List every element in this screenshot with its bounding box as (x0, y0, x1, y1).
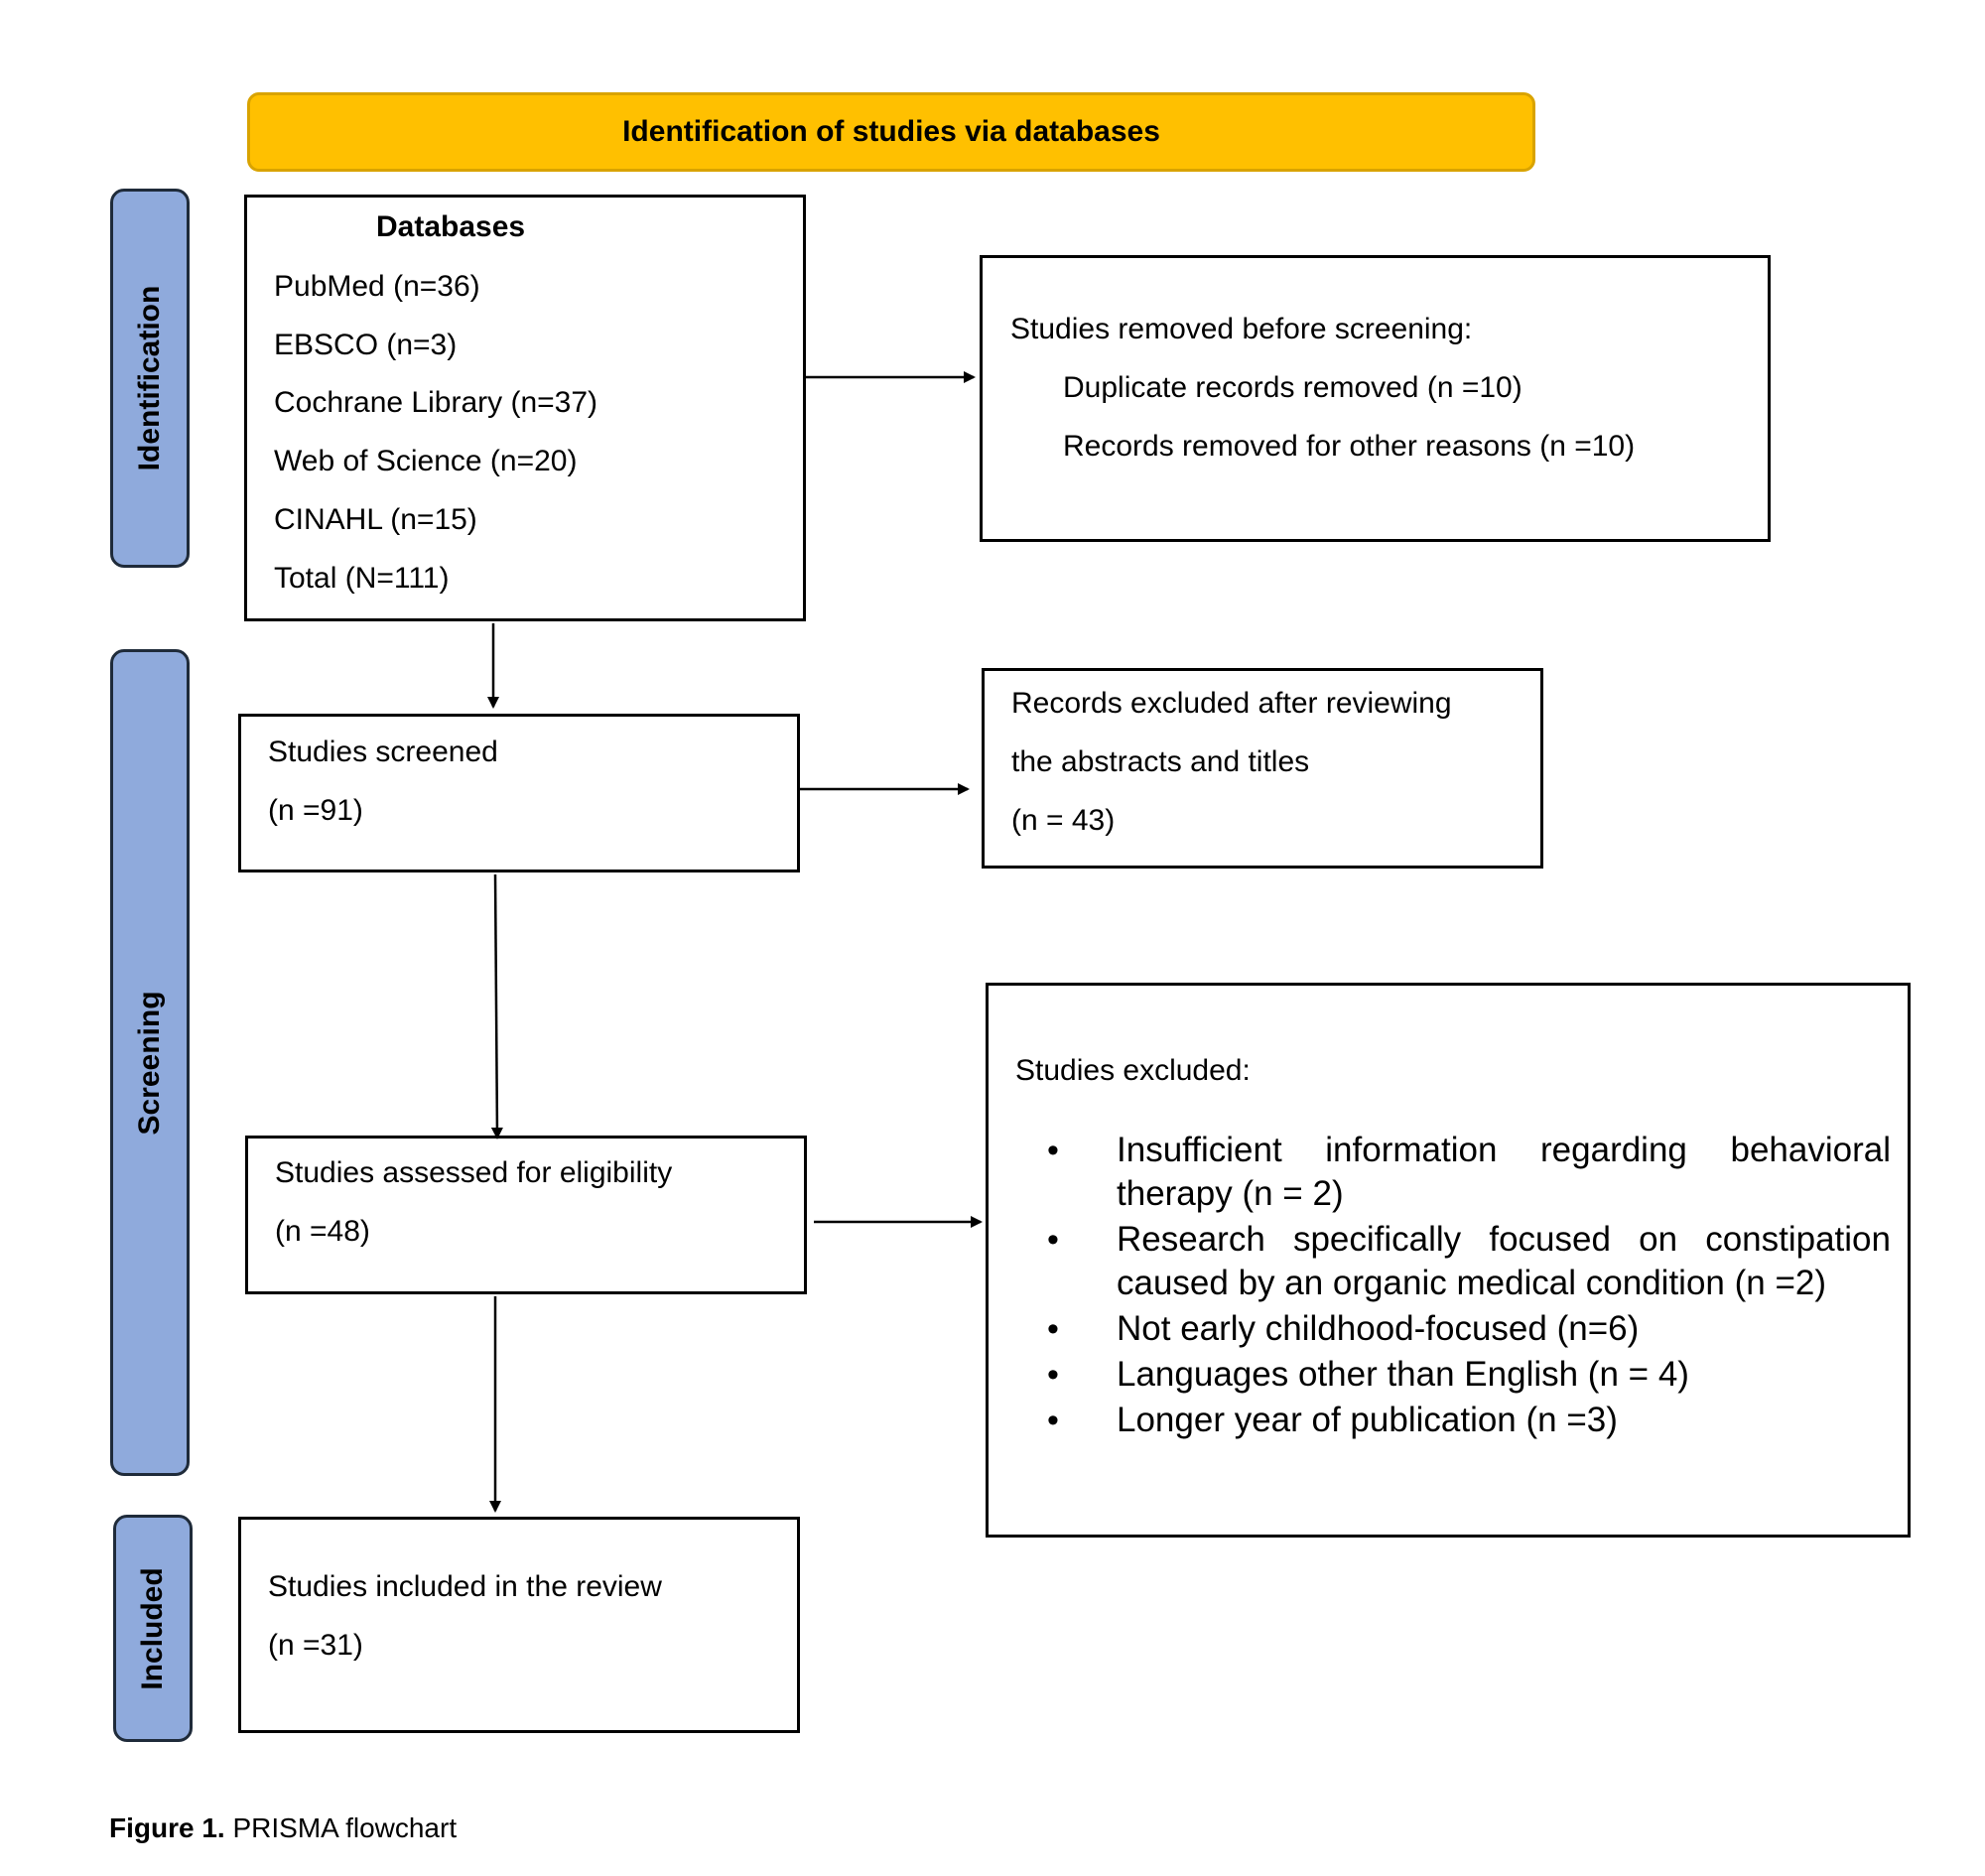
exclusion-reason: Not early childhood-focused (n=6) (1047, 1307, 1891, 1351)
excluded-abstracts-line1: Records excluded after reviewing (1011, 687, 1452, 720)
database-item: EBSCO (n=3) (274, 329, 458, 361)
databases-box (244, 195, 806, 621)
phase-screening: Screening (110, 649, 190, 1476)
removed-heading: Studies removed before screening: (1010, 313, 1473, 345)
studies-excluded-list: Insufficient information regarding behav… (1047, 1129, 1891, 1444)
database-total: Total (N=111) (274, 562, 450, 595)
removed-item: Duplicate records removed (n =10) (1063, 371, 1522, 404)
database-item: Cochrane Library (n=37) (274, 386, 598, 419)
exclusion-reason: Research specifically focused on constip… (1047, 1218, 1891, 1305)
eligibility-box (245, 1136, 807, 1294)
screened-label: Studies screened (268, 736, 498, 768)
studies-excluded-heading: Studies excluded: (1015, 1054, 1251, 1087)
screened-count: (n =91) (268, 794, 363, 827)
arrow-screened-to-eligibility (490, 873, 503, 1139)
exclusion-reason: Longer year of publication (n =3) (1047, 1399, 1891, 1442)
phase-included: Included (113, 1515, 193, 1742)
caption-label: Figure 1. (109, 1812, 225, 1843)
excluded-abstracts-box (982, 668, 1543, 869)
databases-heading: Databases (376, 210, 526, 243)
identification-banner: Identification of studies via databases (247, 92, 1535, 172)
database-item: PubMed (n=36) (274, 270, 480, 303)
eligibility-label: Studies assessed for eligibility (275, 1156, 673, 1189)
screened-box (238, 714, 800, 872)
included-count: (n =31) (268, 1629, 363, 1662)
eligibility-count: (n =48) (275, 1215, 370, 1248)
included-label: Studies included in the review (268, 1570, 662, 1603)
database-item: Web of Science (n=20) (274, 445, 578, 477)
caption-text: PRISMA flowchart (224, 1812, 458, 1843)
exclusion-reason: Languages other than English (n = 4) (1047, 1353, 1891, 1397)
excluded-abstracts-line2: the abstracts and titles (1011, 745, 1310, 778)
included-box (238, 1517, 800, 1733)
removed-item: Records removed for other reasons (n =10… (1063, 430, 1636, 463)
figure-caption: Figure 1. PRISMA flowchart (109, 1812, 457, 1844)
banner-label: Identification of studies via databases (622, 115, 1160, 148)
database-item: CINAHL (n=15) (274, 503, 477, 536)
exclusion-reason: Insufficient information regarding behav… (1047, 1129, 1891, 1216)
excluded-abstracts-count: (n = 43) (1011, 804, 1116, 837)
phase-identification: Identification (110, 189, 190, 568)
removed-box (980, 255, 1771, 542)
